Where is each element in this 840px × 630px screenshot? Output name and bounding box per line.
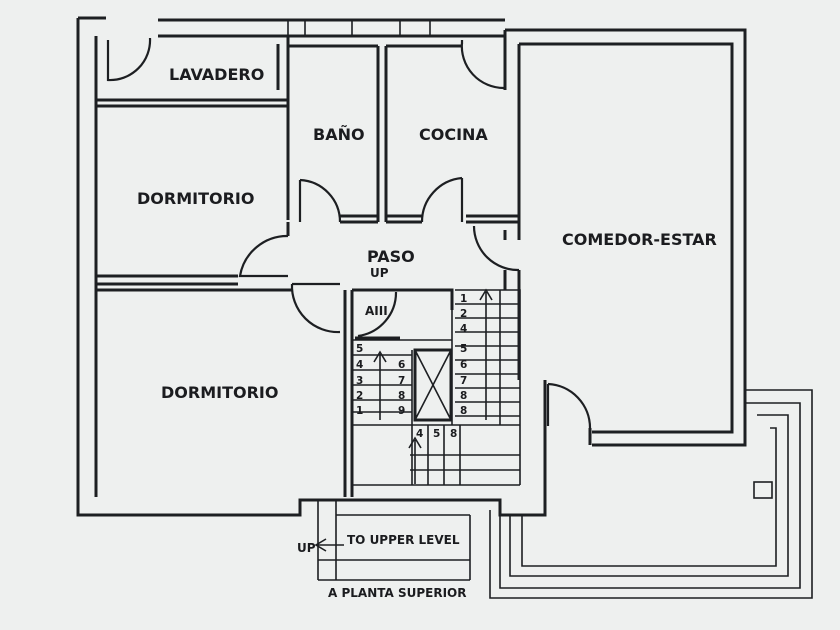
upper-level-stair: [314, 500, 471, 581]
step-number: 7: [398, 375, 405, 387]
exterior-walls: [76, 16, 747, 517]
label-dormitorio-bottom: DORMITORIO: [161, 383, 278, 402]
step-number: 5: [460, 343, 467, 355]
step-number: 7: [460, 375, 467, 387]
step-number: 4: [460, 323, 467, 335]
dormitorio-bottom-room: [96, 282, 354, 497]
step-number: 4: [356, 359, 363, 371]
label-lavadero: LAVADERO: [169, 65, 264, 84]
elevator-shaft: [413, 348, 453, 422]
step-number: 2: [460, 308, 467, 320]
cocina-room: [386, 40, 519, 224]
label-a-planta-superior: A PLANTA SUPERIOR: [328, 586, 466, 600]
label-comedor-estar: COMEDOR-ESTAR: [562, 230, 717, 249]
step-number: 3: [356, 375, 363, 387]
step-number: 6: [460, 359, 467, 371]
stair-numbers-bottom: 4 5 8: [416, 428, 457, 440]
terrace-fixture-square: [753, 481, 773, 499]
lavadero-room: [96, 36, 290, 220]
label-paso: PASO: [367, 247, 415, 266]
stair-numbers-middle: 6 7 8 9: [398, 359, 405, 417]
stair-numbers-right: 1 2 4 5 6 7 8 8: [460, 293, 467, 417]
comedor-walls: [472, 225, 592, 445]
step-number: 5: [433, 428, 440, 440]
step-number: 1: [356, 405, 363, 417]
step-number: 8: [460, 390, 467, 402]
step-number: 2: [356, 390, 363, 402]
label-to-upper-level: TO UPPER LEVEL: [347, 533, 460, 547]
bano-room: [288, 44, 388, 224]
step-number: 8: [398, 390, 405, 402]
label-dormitorio-top: DORMITORIO: [137, 189, 254, 208]
label-cocina: COCINA: [419, 125, 488, 144]
step-number: 8: [450, 428, 457, 440]
terrace: [489, 389, 813, 599]
step-number: 5: [356, 343, 363, 355]
step-number: 9: [398, 405, 405, 417]
step-number: 4: [416, 428, 423, 440]
label-aiii: AIII: [365, 304, 388, 318]
step-number: 8: [460, 405, 467, 417]
step-number: 6: [398, 359, 405, 371]
dormitorio-top-room: [96, 222, 290, 286]
stair-core: [352, 288, 521, 486]
label-up-upper: UP: [297, 541, 316, 555]
label-bano: BAÑO: [313, 125, 365, 144]
label-up-stair: UP: [370, 266, 389, 280]
stair-numbers-left: 5 4 3 2 1: [356, 343, 363, 417]
step-number: 1: [460, 293, 467, 305]
